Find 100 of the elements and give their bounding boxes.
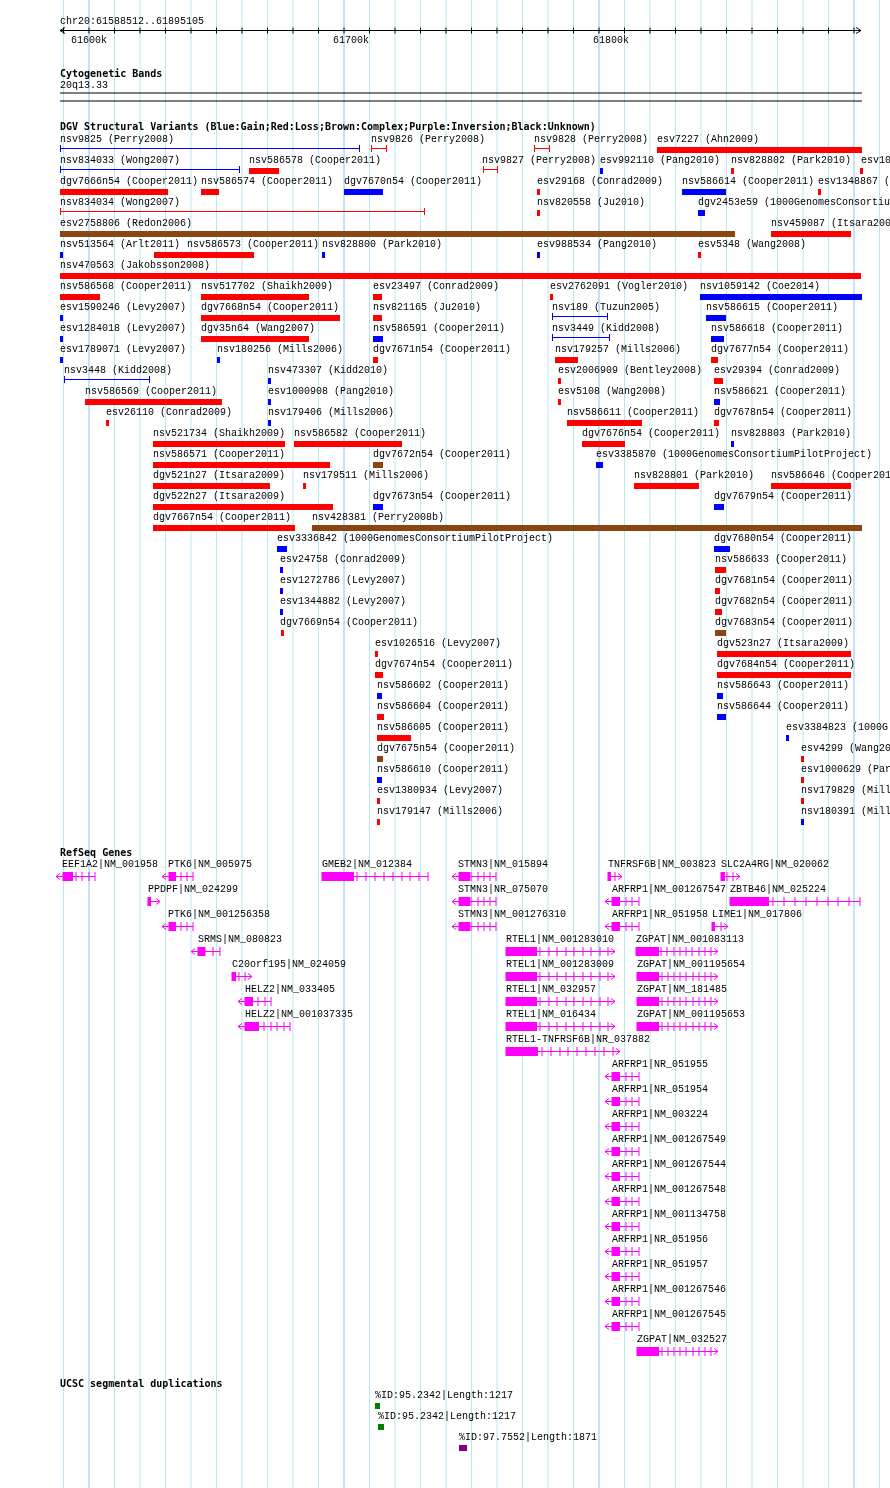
- variant-label: esv7227 (Ahn2009): [657, 134, 760, 146]
- gene-label: ARFRP1|NR_051958: [612, 909, 708, 921]
- gene-label: PTK6|NM_001256358: [168, 909, 271, 921]
- variant-label: esv5108 (Wang2008): [558, 386, 667, 398]
- gene-label: ARFRP1|NM_001267548: [612, 1184, 727, 1196]
- variant-label: esv29394 (Conrad2009): [714, 365, 841, 377]
- variant-label: nsv828801 (Park2010): [634, 470, 755, 482]
- gene-label: ARFRP1|NM_001267549: [612, 1134, 727, 1146]
- track-title: UCSC segmental duplications: [60, 1378, 223, 1390]
- variant-label: dgv7678n54 (Cooper2011): [714, 407, 853, 419]
- gene-label: RTEL1|NM_001283010: [506, 934, 615, 946]
- variant-label: nsv586646 (Cooper201: [771, 470, 890, 482]
- tick-label: 61600k: [71, 35, 107, 47]
- variant-label: esv2006909 (Bentley2008): [558, 365, 703, 377]
- variant-label: nsv586571 (Cooper2011): [153, 449, 286, 461]
- coordinate-label: chr20:61588512..61895105: [60, 16, 205, 28]
- variant-label: dgv7675n54 (Cooper2011): [377, 743, 516, 755]
- variant-label: nsv834033 (Wong2007): [60, 155, 181, 167]
- gene-label: ARFRP1|NM_003224: [612, 1109, 708, 1121]
- tick-label: 61700k: [333, 35, 369, 47]
- variant-label: dgv7671n54 (Cooper2011): [373, 344, 512, 356]
- variant-label: nsv586614 (Cooper2011): [682, 176, 815, 188]
- variant-label: esv1000908 (Pang2010): [268, 386, 395, 398]
- gene-label: ARFRP1|NM_001267544: [612, 1159, 727, 1171]
- tick-label: 61800k: [593, 35, 629, 47]
- variant-label: dgv7673n54 (Cooper2011): [373, 491, 512, 503]
- variant-label: nsv179406 (Mills2006): [268, 407, 395, 419]
- variant-label: nsv586611 (Cooper2011): [567, 407, 700, 419]
- variant-label: nsv179829 (Mill: [801, 785, 890, 797]
- variant-label: dgv7676n54 (Cooper2011): [582, 428, 721, 440]
- gene-label: STMN3|NM_015894: [458, 859, 548, 871]
- variant-label: esv4299 (Wang20: [801, 743, 890, 755]
- variant-label: esv26110 (Conrad2009): [106, 407, 233, 419]
- gene-label: ARFRP1|NR_051956: [612, 1234, 708, 1246]
- variant-label: nsv470563 (Jakobsson2008): [60, 260, 211, 272]
- variant-label: nsv189 (Tuzun2005): [552, 302, 661, 314]
- variant-label: dgv7670n54 (Cooper2011): [344, 176, 483, 188]
- gene-label: HELZ2|NM_001037335: [245, 1009, 354, 1021]
- variant-label: esv1789071 (Levy2007): [60, 344, 187, 356]
- variant-label: esv2758806 (Redon2006): [60, 218, 193, 230]
- variant-label: esv1348867 (: [818, 176, 890, 188]
- variant-label: nsv828803 (Park2010): [731, 428, 852, 440]
- track-title: Cytogenetic Bands: [60, 68, 163, 80]
- variant-label: dgv2453e59 (1000GenomesConsortiu: [698, 197, 890, 209]
- variant-label: nsv1059142 (Coe2014): [700, 281, 821, 293]
- variant-label: nsv180256 (Mills2006): [217, 344, 344, 356]
- variant-label: esv1344882 (Levy2007): [280, 596, 407, 608]
- gene-label: LIME1|NM_017806: [712, 909, 802, 921]
- variant-label: esv992110 (Pang2010): [600, 155, 721, 167]
- variant-label: esv3384823 (1000G: [786, 722, 889, 734]
- gene-label: RTEL1|NM_032957: [506, 984, 596, 996]
- gene-label: ARFRP1|NM_001267546: [612, 1284, 727, 1296]
- gene-label: TNFRSF6B|NM_003823: [608, 859, 717, 871]
- gene-label: ARFRP1|NR_051957: [612, 1259, 708, 1271]
- gene-label: ARFRP1|NR_051955: [612, 1059, 708, 1071]
- variant-label: nsv517702 (Shaikh2009): [201, 281, 334, 293]
- variant-label: esv29168 (Conrad2009): [537, 176, 664, 188]
- gene-label: ARFRP1|NM_001267545: [612, 1309, 727, 1321]
- gene-label: C20orf195|NM_024059: [232, 959, 347, 971]
- variant-label: nsv586602 (Cooper2011): [377, 680, 510, 692]
- variant-label: nsv513564 (Arlt2011): [60, 239, 181, 251]
- variant-label: nsv586569 (Cooper2011): [85, 386, 218, 398]
- variant-label: nsv586605 (Cooper2011): [377, 722, 510, 734]
- variant-label: dgv7683n54 (Cooper2011): [715, 617, 854, 629]
- variant-label: nsv521734 (Shaikh2009): [153, 428, 286, 440]
- variant-label: nsv586574 (Cooper2011): [201, 176, 334, 188]
- variant-label: dgv7684n54 (Cooper2011): [717, 659, 856, 671]
- variant-label: dgv7680n54 (Cooper2011): [714, 533, 853, 545]
- variant-label: nsv820558 (Ju2010): [537, 197, 646, 209]
- gene-label: ARFRP1|NM_001134758: [612, 1209, 727, 1221]
- gene-label: SLC2A4RG|NM_020062: [721, 859, 830, 871]
- variant-label: dgv7681n54 (Cooper2011): [715, 575, 854, 587]
- variant-label: nsv9826 (Perry2008): [371, 134, 486, 146]
- gene-label: SRMS|NM_080823: [198, 934, 282, 946]
- gene-label: RTEL1|NM_001283009: [506, 959, 615, 971]
- variant-label: dgv7679n54 (Cooper2011): [714, 491, 853, 503]
- variant-label: nsv586568 (Cooper2011): [60, 281, 193, 293]
- band-label: 20q13.33: [60, 80, 108, 92]
- variant-label: nsv586615 (Cooper2011): [706, 302, 839, 314]
- variant-label: dgv7666n54 (Cooper2011): [60, 176, 199, 188]
- variant-label: dgv7667n54 (Cooper2011): [153, 512, 292, 524]
- gene-label: ZGPAT|NM_181485: [637, 984, 727, 996]
- duplication-label: %ID:95.2342|Length:1217: [378, 1411, 517, 1423]
- variant-label: nsv828802 (Park2010): [731, 155, 852, 167]
- variant-label: esv1590246 (Levy2007): [60, 302, 187, 314]
- variant-label: dgv7672n54 (Cooper2011): [373, 449, 512, 461]
- variant-label: dgv7669n54 (Cooper2011): [280, 617, 419, 629]
- gene-label: PPDPF|NM_024299: [148, 884, 238, 896]
- gene-label: GMEB2|NM_012384: [322, 859, 412, 871]
- variant-label: esv23497 (Conrad2009): [373, 281, 500, 293]
- duplication-label: %ID:97.7552|Length:1871: [459, 1432, 598, 1444]
- variant-label: esv3385870 (1000GenomesConsortiumPilotProject): [596, 449, 873, 461]
- variant-label: esv1000629 (Par: [801, 764, 890, 776]
- gene-label: ZGPAT|NM_032527: [637, 1334, 727, 1346]
- gene-label: RTEL1|NM_016434: [506, 1009, 596, 1021]
- gene-label: EEF1A2|NM_001958: [62, 859, 158, 871]
- variant-label: nsv586644 (Cooper2011): [717, 701, 850, 713]
- gene-label: RTEL1-TNFRSF6B|NR_037882: [506, 1034, 651, 1046]
- gene-label: PTK6|NM_005975: [168, 859, 252, 871]
- gene-label: ZBTB46|NM_025224: [730, 884, 826, 896]
